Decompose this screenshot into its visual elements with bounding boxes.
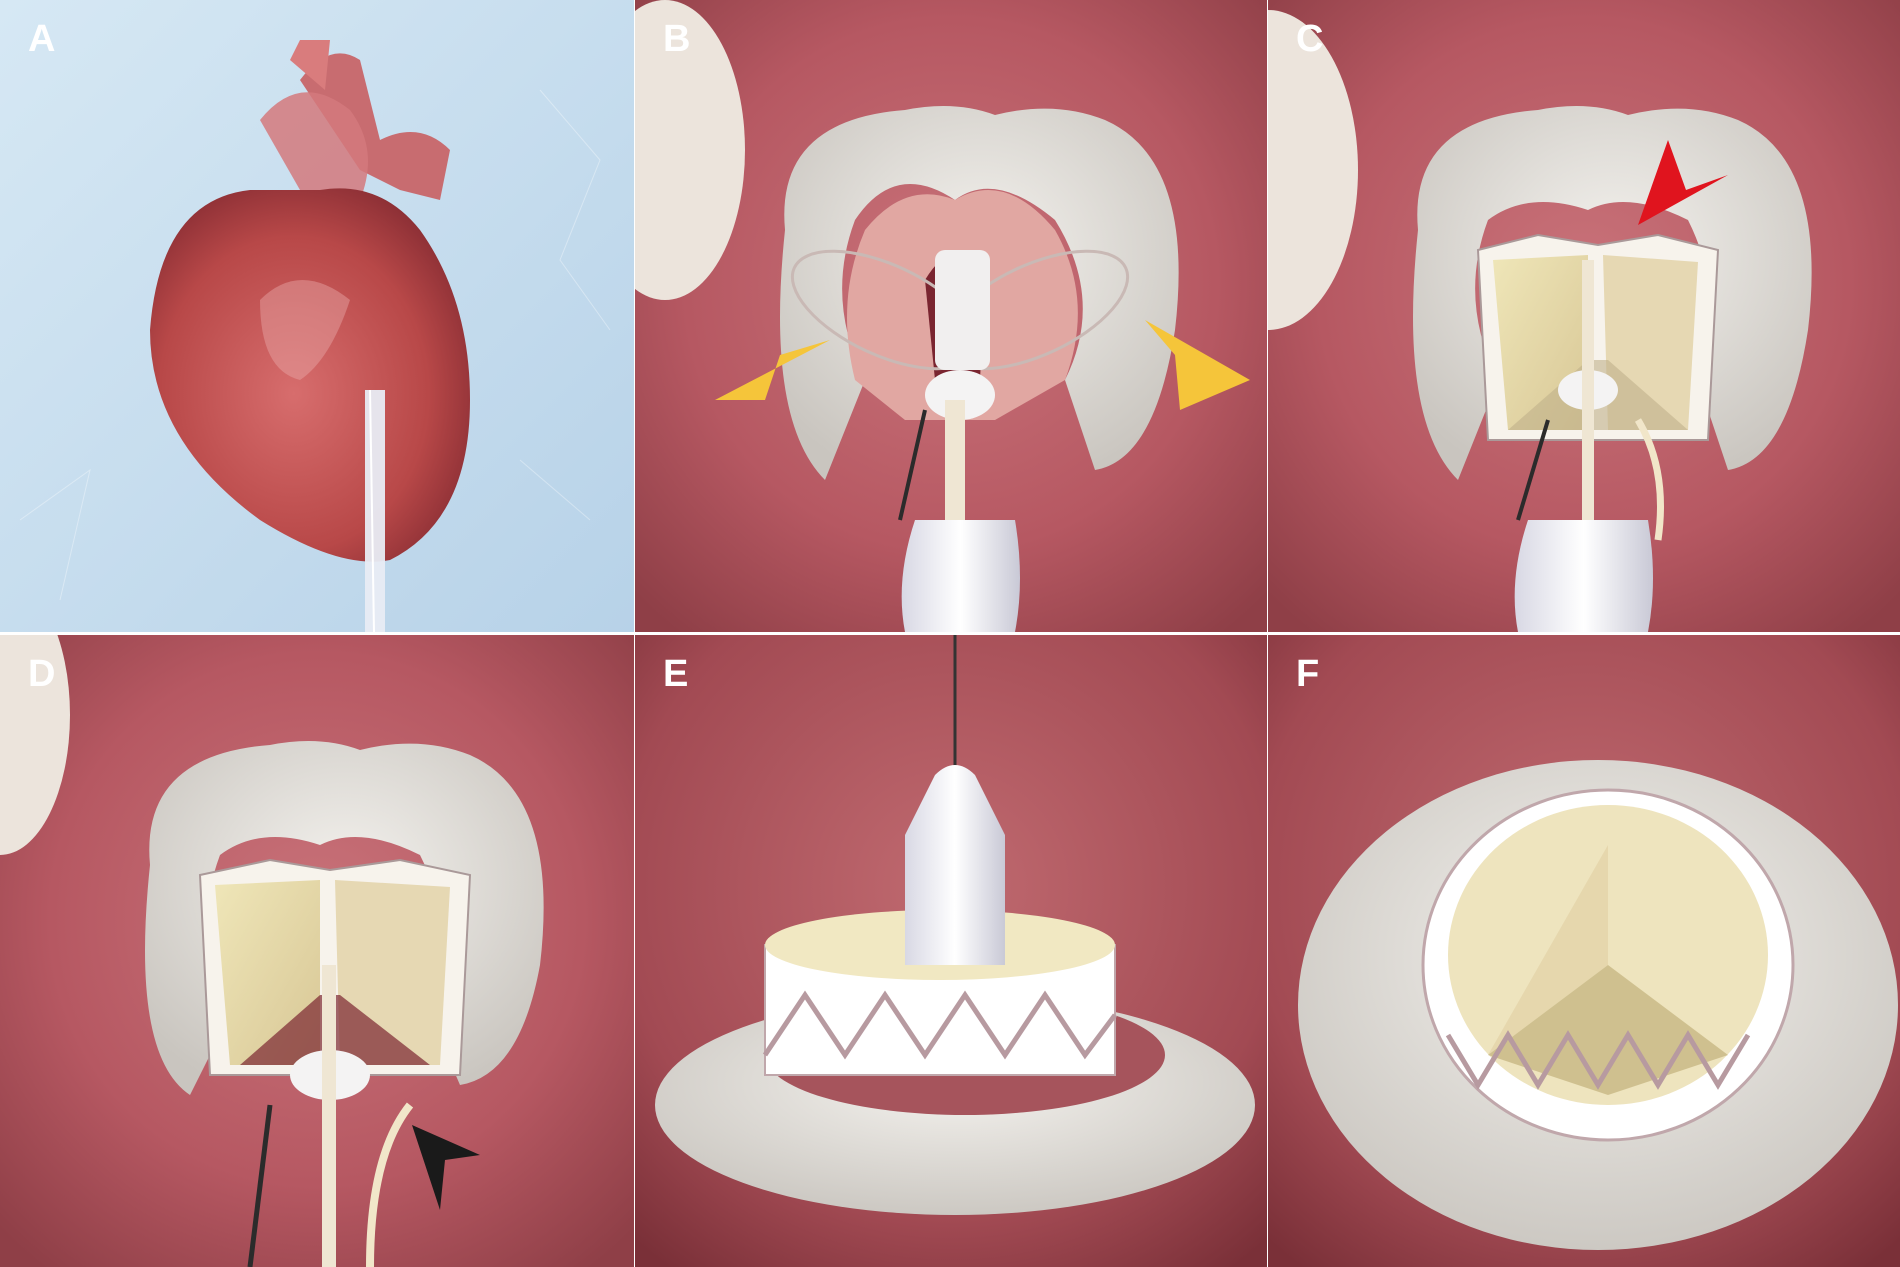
black-arrowhead-icon bbox=[412, 1125, 480, 1210]
panel-label: A bbox=[28, 18, 56, 60]
yellow-arrowhead-icon bbox=[1145, 320, 1250, 410]
valve-seated-side-view bbox=[635, 635, 1267, 1267]
panel-label: E bbox=[663, 653, 689, 695]
panel-a: A bbox=[0, 0, 634, 632]
panel-label: D bbox=[28, 653, 56, 695]
valve-seated-top-view bbox=[1268, 635, 1900, 1267]
heart-illustration bbox=[0, 0, 634, 632]
panel-label: F bbox=[1296, 653, 1320, 695]
panel-d: D bbox=[0, 635, 634, 1267]
valve-anatomy-view bbox=[635, 0, 1267, 632]
panel-e: E bbox=[635, 635, 1267, 1267]
panel-b: B bbox=[635, 0, 1267, 632]
valve-deployment-view bbox=[1268, 0, 1900, 632]
panel-label: C bbox=[1296, 18, 1324, 60]
panel-f: F bbox=[1268, 635, 1900, 1267]
valve-release-view bbox=[0, 635, 634, 1267]
yellow-arrowhead-icon bbox=[715, 340, 830, 400]
panel-c: C bbox=[1268, 0, 1900, 632]
red-arrowhead-icon bbox=[1638, 140, 1728, 225]
panel-label: B bbox=[663, 18, 691, 60]
